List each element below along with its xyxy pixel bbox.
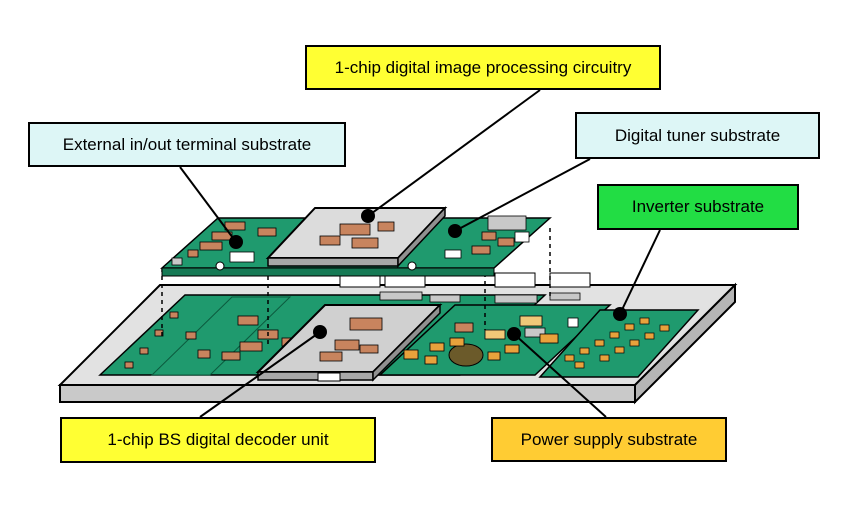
label-external-terminal: External in/out terminal substrate — [28, 122, 346, 167]
image-processing-chip — [265, 206, 448, 268]
inverter-board — [538, 309, 700, 378]
power-supply-board — [378, 304, 612, 376]
label-digital-tuner: Digital tuner substrate — [575, 112, 820, 159]
label-inverter: Inverter substrate — [597, 184, 799, 230]
label-power-supply: Power supply substrate — [491, 417, 727, 462]
bs-decoder-chip — [255, 303, 443, 382]
label-bs-decoder: 1-chip BS digital decoder unit — [60, 417, 376, 463]
label-image-processing: 1-chip digital image processing circuitr… — [305, 45, 661, 90]
leader-lines — [179, 89, 661, 418]
leader-dots — [229, 209, 627, 341]
